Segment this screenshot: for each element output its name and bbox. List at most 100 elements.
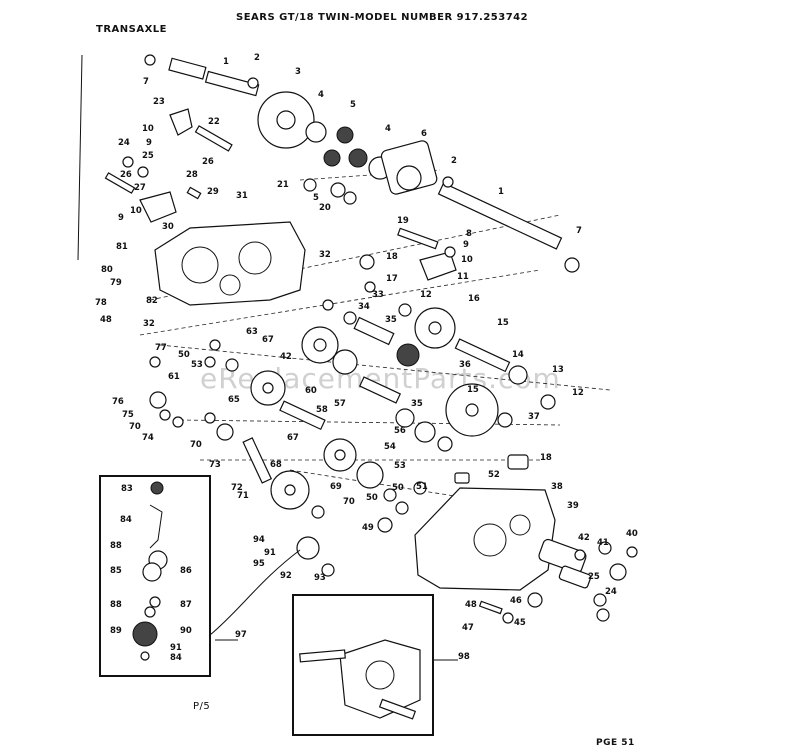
callout-47: 47: [462, 623, 474, 633]
callout-71: 71: [237, 491, 249, 501]
callout-78: 78: [95, 298, 107, 308]
callout-16: 16: [468, 294, 480, 304]
callout-91: 91: [264, 548, 276, 558]
brake-detail-box: [99, 475, 301, 677]
callout-45: 45: [514, 618, 526, 628]
callout-88: 88: [110, 541, 122, 551]
section-label: TRANSAXLE: [96, 24, 167, 35]
callout-14: 14: [512, 350, 524, 360]
callout-20: 20: [319, 203, 331, 213]
left-housing: [154, 221, 306, 306]
callout-54: 54: [384, 442, 396, 452]
callout-35: 35: [411, 399, 423, 409]
callout-34: 34: [358, 302, 370, 312]
callout-98: 98: [458, 652, 470, 662]
callout-53: 53: [191, 360, 203, 370]
callout-86: 86: [180, 566, 192, 576]
callout-9: 9: [118, 213, 124, 223]
callout-93: 93: [314, 573, 326, 583]
callout-77: 77: [155, 343, 167, 353]
callout-58: 58: [316, 405, 328, 415]
callout-70: 70: [129, 422, 141, 432]
callout-42: 42: [578, 533, 590, 543]
callout-3: 3: [295, 67, 301, 77]
callout-39: 39: [567, 501, 579, 511]
callout-17: 17: [386, 274, 398, 284]
callout-15: 15: [497, 318, 509, 328]
callout-63: 63: [246, 327, 258, 337]
left-margin-line: [77, 54, 83, 261]
diagram-title: SEARS GT/18 TWIN-MODEL NUMBER 917.253742: [236, 12, 529, 23]
footer-code: PGE 51: [596, 738, 635, 748]
callout-9: 9: [146, 138, 152, 148]
callout-18: 18: [386, 252, 398, 262]
callout-65: 65: [228, 395, 240, 405]
callout-56: 56: [394, 426, 406, 436]
callout-80: 80: [101, 265, 113, 275]
callout-27: 27: [134, 183, 146, 193]
lower-gear-train: [204, 400, 529, 577]
callout-5: 5: [350, 100, 356, 110]
callout-94: 94: [253, 535, 265, 545]
callout-18: 18: [540, 453, 552, 463]
callout-60: 60: [305, 386, 317, 396]
callout-61: 61: [168, 372, 180, 382]
callout-33: 33: [372, 290, 384, 300]
callout-75: 75: [122, 410, 134, 420]
callout-36: 36: [459, 360, 471, 370]
callout-10: 10: [461, 255, 473, 265]
callout-97: 97: [235, 630, 247, 640]
top-shaft-assembly: [144, 54, 580, 273]
callout-32: 32: [143, 319, 155, 329]
callout-29: 29: [207, 187, 219, 197]
callout-70: 70: [343, 497, 355, 507]
callout-13: 13: [552, 365, 564, 375]
middle-gear-train: [149, 299, 556, 437]
callout-7: 7: [576, 226, 582, 236]
callout-1: 1: [223, 57, 229, 67]
callout-10: 10: [142, 124, 154, 134]
callout-48: 48: [100, 315, 112, 325]
callout-26: 26: [202, 157, 214, 167]
callout-10: 10: [130, 206, 142, 216]
callout-25: 25: [588, 572, 600, 582]
callout-95: 95: [253, 559, 265, 569]
callout-42: 42: [280, 352, 292, 362]
callout-40: 40: [626, 529, 638, 539]
page-number: P/5: [193, 701, 211, 712]
callout-21: 21: [277, 180, 289, 190]
callout-50: 50: [392, 483, 404, 493]
callout-1: 1: [498, 187, 504, 197]
shift-fork-parts: [359, 227, 457, 293]
callout-57: 57: [334, 399, 346, 409]
callout-82: 82: [146, 296, 158, 306]
right-housing: [414, 487, 638, 624]
callout-49: 49: [362, 523, 374, 533]
callout-32: 32: [319, 250, 331, 260]
callout-53: 53: [394, 461, 406, 471]
callout-84: 84: [120, 515, 132, 525]
callout-25: 25: [142, 151, 154, 161]
callout-83: 83: [121, 484, 133, 494]
callout-52: 52: [488, 470, 500, 480]
callout-6: 6: [421, 129, 427, 139]
callout-51: 51: [416, 482, 428, 492]
callout-19: 19: [397, 216, 409, 226]
callout-92: 92: [280, 571, 292, 581]
callout-68: 68: [270, 460, 282, 470]
callout-74: 74: [142, 433, 154, 443]
callout-79: 79: [110, 278, 122, 288]
callout-87: 87: [180, 600, 192, 610]
callout-9: 9: [463, 240, 469, 250]
callout-12: 12: [572, 388, 584, 398]
callout-30: 30: [162, 222, 174, 232]
callout-76: 76: [112, 397, 124, 407]
callout-28: 28: [186, 170, 198, 180]
callout-5: 5: [313, 193, 319, 203]
callout-41: 41: [597, 538, 609, 548]
callout-46: 46: [510, 596, 522, 606]
shift-hardware: [104, 108, 357, 223]
callout-84: 84: [170, 653, 182, 663]
callout-12: 12: [420, 290, 432, 300]
